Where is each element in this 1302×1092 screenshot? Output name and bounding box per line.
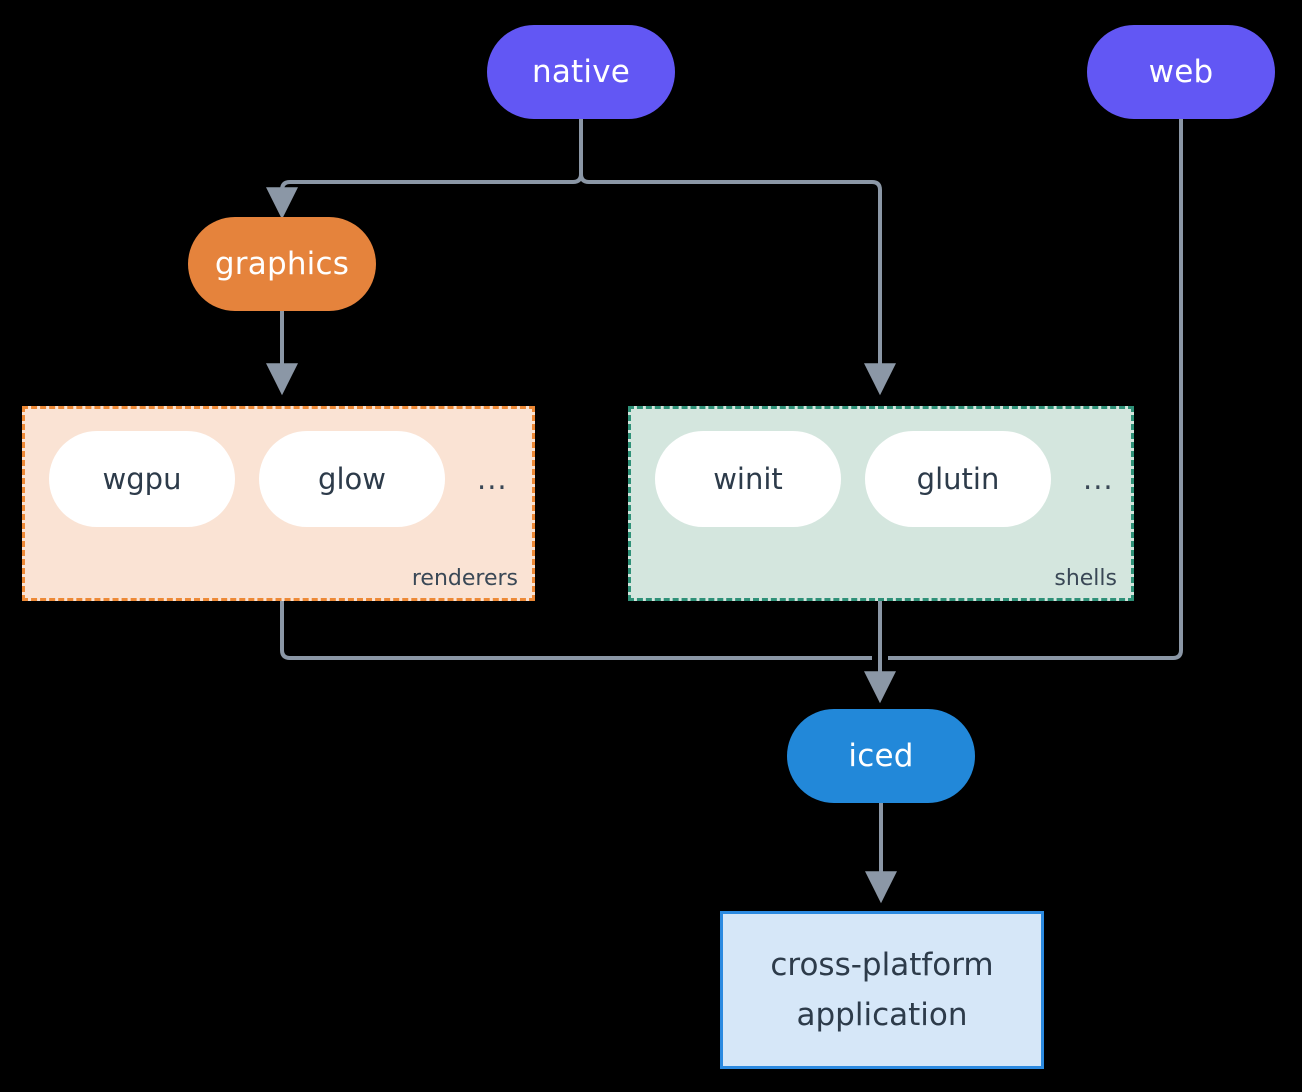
- chip-glutin-label: glutin: [916, 461, 1000, 496]
- group-renderers: wgpu glow ... renderers: [22, 406, 535, 601]
- node-iced[interactable]: iced: [787, 709, 975, 803]
- node-web-label: web: [1148, 53, 1214, 90]
- renderers-chip-row: wgpu glow ...: [49, 431, 508, 527]
- node-web[interactable]: web: [1087, 25, 1275, 119]
- chip-wgpu[interactable]: wgpu: [49, 431, 235, 527]
- group-shells: winit glutin ... shells: [628, 406, 1134, 601]
- chip-winit[interactable]: winit: [655, 431, 841, 527]
- edge-renderers-to-iced: [280, 601, 872, 660]
- node-cross-platform-application[interactable]: cross-platform application: [720, 911, 1044, 1069]
- node-native-label: native: [531, 53, 631, 90]
- chip-winit-label: winit: [713, 461, 783, 496]
- group-renderers-label: renderers: [411, 566, 518, 591]
- chip-glow-label: glow: [318, 461, 386, 496]
- edge-native-to-shells: [579, 170, 896, 396]
- node-iced-label: iced: [848, 737, 914, 774]
- node-graphics[interactable]: graphics: [188, 217, 376, 311]
- node-native[interactable]: native: [487, 25, 675, 119]
- shells-more-ellipsis: ...: [1083, 461, 1114, 496]
- node-graphics-label: graphics: [214, 245, 350, 282]
- renderers-more-ellipsis: ...: [477, 461, 508, 496]
- shells-chip-row: winit glutin ...: [655, 431, 1114, 527]
- application-label-line2: application: [796, 997, 968, 1033]
- chip-glutin[interactable]: glutin: [865, 431, 1051, 527]
- chip-glow[interactable]: glow: [259, 431, 445, 527]
- application-label-line1: cross-platform: [770, 946, 994, 983]
- edge-native-to-graphics: [266, 170, 583, 220]
- chip-wgpu-label: wgpu: [102, 461, 182, 496]
- group-shells-label: shells: [1054, 566, 1117, 591]
